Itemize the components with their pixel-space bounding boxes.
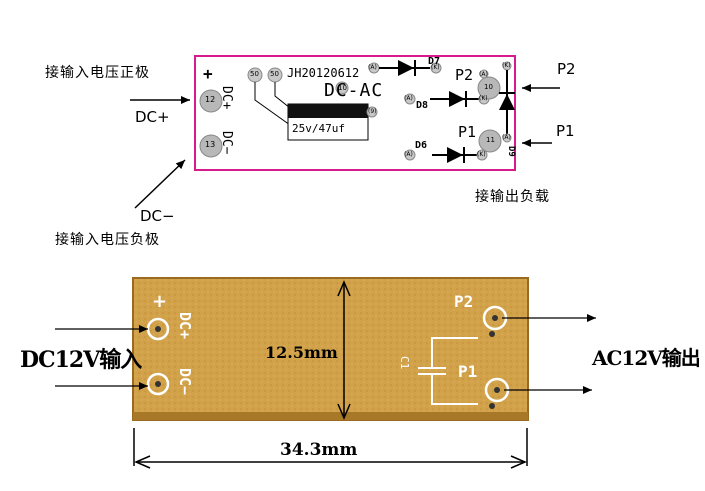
pcb-dc-minus: DC− — [176, 368, 194, 396]
p1-a-label: (A) — [502, 134, 511, 141]
board-title: DC-AC — [324, 80, 384, 101]
width-dim-arrow-left — [134, 455, 151, 469]
p1-a-pad — [502, 133, 512, 143]
width-dim-arrow-right — [510, 455, 527, 469]
cap-lead-1 — [254, 82, 291, 126]
pcb-cap-silk — [418, 337, 478, 405]
d8-label: D8 — [416, 100, 429, 111]
pcb-small-hole-2 — [489, 403, 495, 409]
capacitor-band — [288, 104, 368, 118]
pcb-pad-p2-hole — [492, 315, 498, 321]
pad-50b-label: 50 — [270, 70, 279, 78]
pad-9 — [366, 106, 378, 118]
pcb-plus: + — [152, 291, 168, 312]
d7-cathode-pad — [430, 62, 442, 74]
input-negative-label: 接输入电压负极 — [55, 232, 160, 248]
pcb-p2: P2 — [454, 292, 474, 311]
pcb-dc-plus: DC+ — [176, 312, 194, 340]
pad-9-label: (9) — [368, 108, 377, 115]
pad-p1 — [478, 129, 502, 153]
width-dimension: 34.3mm — [280, 440, 358, 460]
pcb-p1: P1 — [458, 362, 478, 381]
pcb-pad-dc-plus-hole — [155, 326, 161, 332]
board-plus: + — [203, 64, 213, 83]
pad-13-label: 13 — [205, 140, 216, 149]
board-p1: P1 — [458, 123, 477, 141]
d6-cathode-pad — [476, 149, 488, 161]
ac12v-output-label: AC12V输出 — [592, 346, 701, 370]
d6-a-label: (A) — [404, 151, 413, 158]
d7-label: D7 — [428, 56, 441, 67]
pad-13 — [199, 134, 223, 158]
capacitor-label: 25v/47uf — [292, 122, 345, 135]
dc-plus-label: DC+ — [135, 108, 170, 126]
pad-10-center — [335, 81, 349, 95]
p1-label: P1 — [556, 122, 575, 140]
height-dimension: 12.5mm — [265, 343, 338, 362]
pcb-small-hole-1 — [489, 331, 495, 337]
height-dim-arrow-bottom — [337, 403, 351, 420]
d9-label: D9 — [506, 146, 516, 157]
cap-lead-2 — [274, 82, 291, 109]
input-positive-label: 接输入电压正极 — [45, 65, 150, 81]
pad-p2 — [477, 76, 501, 100]
d8-symbol — [449, 91, 465, 107]
pcb-cap-label: C1 — [398, 356, 411, 370]
board-dc-minus: DC− — [219, 131, 234, 155]
d8-anode-pad — [404, 93, 416, 105]
board-code: JH20120612 — [287, 66, 360, 80]
d7-symbol — [398, 60, 414, 76]
pad-p1-label: 11 — [486, 136, 495, 144]
height-dim-arrow-top — [337, 280, 351, 297]
output-load-label: 接输出负载 — [475, 189, 550, 205]
p2-label: P2 — [557, 60, 576, 78]
d8-a-label: (A) — [404, 95, 413, 102]
board-dc-plus: DC+ — [219, 86, 234, 110]
d9-symbol — [499, 94, 515, 110]
board-p2: P2 — [455, 66, 474, 84]
dc12v-input-label: DC12V输入 — [20, 347, 142, 373]
d6-symbol — [447, 147, 463, 163]
pcb-bottom-edge — [133, 412, 528, 420]
dc-minus-label: DC− — [140, 207, 175, 225]
p2-a-label: (A) — [479, 71, 488, 78]
p2-k-label: (K) — [502, 62, 511, 69]
d6-anode-pad — [404, 149, 416, 161]
pcb-pad-p1-hole — [494, 387, 500, 393]
pcb-pad-dc-minus — [146, 372, 170, 396]
pad-12 — [199, 89, 223, 113]
d6-k-label: (K) — [477, 151, 486, 158]
pad-50a-label: 50 — [250, 70, 259, 78]
dc-minus-arrow — [134, 159, 186, 209]
d8-k-label: (K) — [479, 95, 488, 102]
pad-10-center-label: 10 — [338, 84, 347, 92]
d7-k-label: (K) — [431, 64, 440, 71]
pad-p2-label: 10 — [484, 83, 493, 91]
d7-a-label: (A) — [368, 64, 377, 71]
pad-12-label: 12 — [205, 95, 216, 104]
pcb-pad-dc-minus-hole — [155, 381, 161, 387]
p2-a-pad — [479, 69, 489, 79]
d6-label: D6 — [415, 140, 428, 151]
